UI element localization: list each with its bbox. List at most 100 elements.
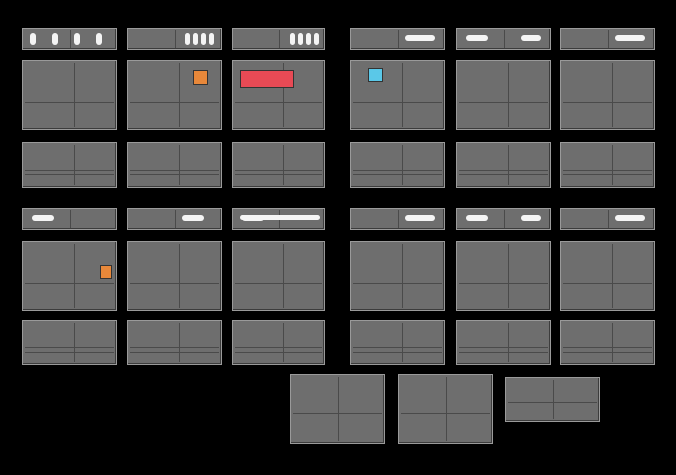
sci-fi-panel bbox=[456, 241, 551, 311]
panel-seam bbox=[563, 174, 652, 176]
panel-seam bbox=[508, 145, 510, 185]
orange-screen bbox=[193, 70, 208, 85]
red-screen bbox=[240, 70, 294, 88]
light-slot bbox=[201, 33, 206, 45]
panel-seam bbox=[503, 210, 505, 228]
panel-seam bbox=[563, 347, 652, 348]
panel-seam bbox=[402, 244, 404, 308]
panel-seam bbox=[445, 377, 447, 441]
light-slot bbox=[314, 33, 319, 45]
panel-seam bbox=[353, 169, 442, 171]
sci-fi-panel bbox=[560, 241, 655, 311]
panel-seam bbox=[508, 244, 510, 308]
sci-fi-panel bbox=[22, 60, 117, 130]
panel-seam bbox=[235, 283, 322, 284]
panel-seam bbox=[397, 30, 399, 48]
sci-fi-panel bbox=[560, 320, 655, 365]
panel-seam bbox=[607, 210, 609, 228]
light-slot bbox=[625, 215, 645, 221]
panel-seam bbox=[508, 323, 510, 362]
light-slot bbox=[298, 33, 303, 45]
panel-seam bbox=[74, 323, 76, 362]
panel-seam bbox=[25, 351, 114, 353]
light-slot bbox=[306, 33, 311, 45]
panel-seam bbox=[130, 347, 219, 348]
panel-seam bbox=[69, 30, 71, 48]
light-slot bbox=[521, 215, 541, 221]
panel-seam bbox=[235, 169, 322, 171]
panel-seam bbox=[612, 244, 614, 308]
panel-seam bbox=[612, 63, 614, 127]
panel-seam bbox=[130, 351, 219, 353]
panel-seam bbox=[283, 145, 285, 185]
sci-fi-panel bbox=[456, 60, 551, 130]
panel-seam bbox=[402, 63, 404, 127]
panel-seam bbox=[563, 169, 652, 171]
sci-fi-panel bbox=[350, 60, 445, 130]
panel-seam bbox=[612, 323, 614, 362]
panel-seam bbox=[130, 169, 219, 171]
panel-seam bbox=[353, 102, 442, 103]
sci-fi-panel bbox=[127, 241, 222, 311]
sci-fi-panel bbox=[22, 142, 117, 188]
panel-seam bbox=[235, 102, 322, 103]
panel-seam bbox=[397, 210, 399, 228]
light-slot bbox=[625, 35, 645, 41]
panel-seam bbox=[459, 174, 548, 176]
panel-seam bbox=[459, 347, 548, 348]
panel-seam bbox=[283, 323, 285, 362]
light-slot bbox=[466, 35, 488, 41]
light-slot bbox=[193, 33, 198, 45]
light-slot bbox=[74, 33, 80, 45]
sci-fi-panel bbox=[350, 320, 445, 365]
light-bar bbox=[240, 215, 320, 220]
light-slot bbox=[521, 35, 541, 41]
panel-seam bbox=[293, 412, 382, 414]
panel-seam bbox=[179, 63, 181, 127]
panel-seam bbox=[508, 401, 597, 403]
panel-seam bbox=[337, 377, 339, 441]
light-slot bbox=[290, 33, 295, 45]
panel-seam bbox=[401, 412, 490, 414]
light-slot bbox=[466, 215, 488, 221]
sci-fi-panel bbox=[456, 320, 551, 365]
panel-seam bbox=[459, 169, 548, 171]
panel-seam bbox=[235, 174, 322, 176]
panel-seam bbox=[563, 102, 652, 103]
light-slot bbox=[182, 215, 204, 221]
panel-seam bbox=[130, 174, 219, 176]
light-slot bbox=[415, 215, 435, 221]
sci-fi-panel bbox=[350, 142, 445, 188]
panel-seam bbox=[174, 30, 176, 48]
panel-seam bbox=[607, 30, 609, 48]
sci-fi-panel bbox=[232, 241, 325, 311]
panel-seam bbox=[459, 102, 548, 103]
panel-seam bbox=[612, 145, 614, 185]
panel-seam bbox=[235, 351, 322, 353]
panel-seam bbox=[130, 283, 219, 284]
panel-seam bbox=[283, 63, 285, 127]
sci-fi-panel bbox=[456, 142, 551, 188]
panel-seam bbox=[283, 244, 285, 308]
sci-fi-panel bbox=[350, 241, 445, 311]
light-slot bbox=[209, 33, 214, 45]
light-slot bbox=[96, 33, 102, 45]
panel-seam bbox=[25, 283, 114, 284]
panel-seam bbox=[402, 145, 404, 185]
panel-seam bbox=[179, 145, 181, 185]
panel-seam bbox=[278, 30, 280, 48]
light-slot bbox=[32, 215, 54, 221]
light-slot bbox=[30, 33, 36, 45]
light-slot bbox=[415, 35, 435, 41]
panel-seam bbox=[25, 102, 114, 103]
panel-seam bbox=[74, 63, 76, 127]
sci-fi-panel bbox=[560, 60, 655, 130]
panel-seam bbox=[353, 347, 442, 348]
sci-fi-panel bbox=[560, 142, 655, 188]
panel-seam bbox=[235, 347, 322, 348]
light-slot bbox=[52, 33, 58, 45]
blue-screen bbox=[368, 68, 383, 82]
orange-indicator bbox=[100, 265, 112, 279]
panel-seam bbox=[552, 380, 554, 419]
panel-seam bbox=[179, 244, 181, 308]
